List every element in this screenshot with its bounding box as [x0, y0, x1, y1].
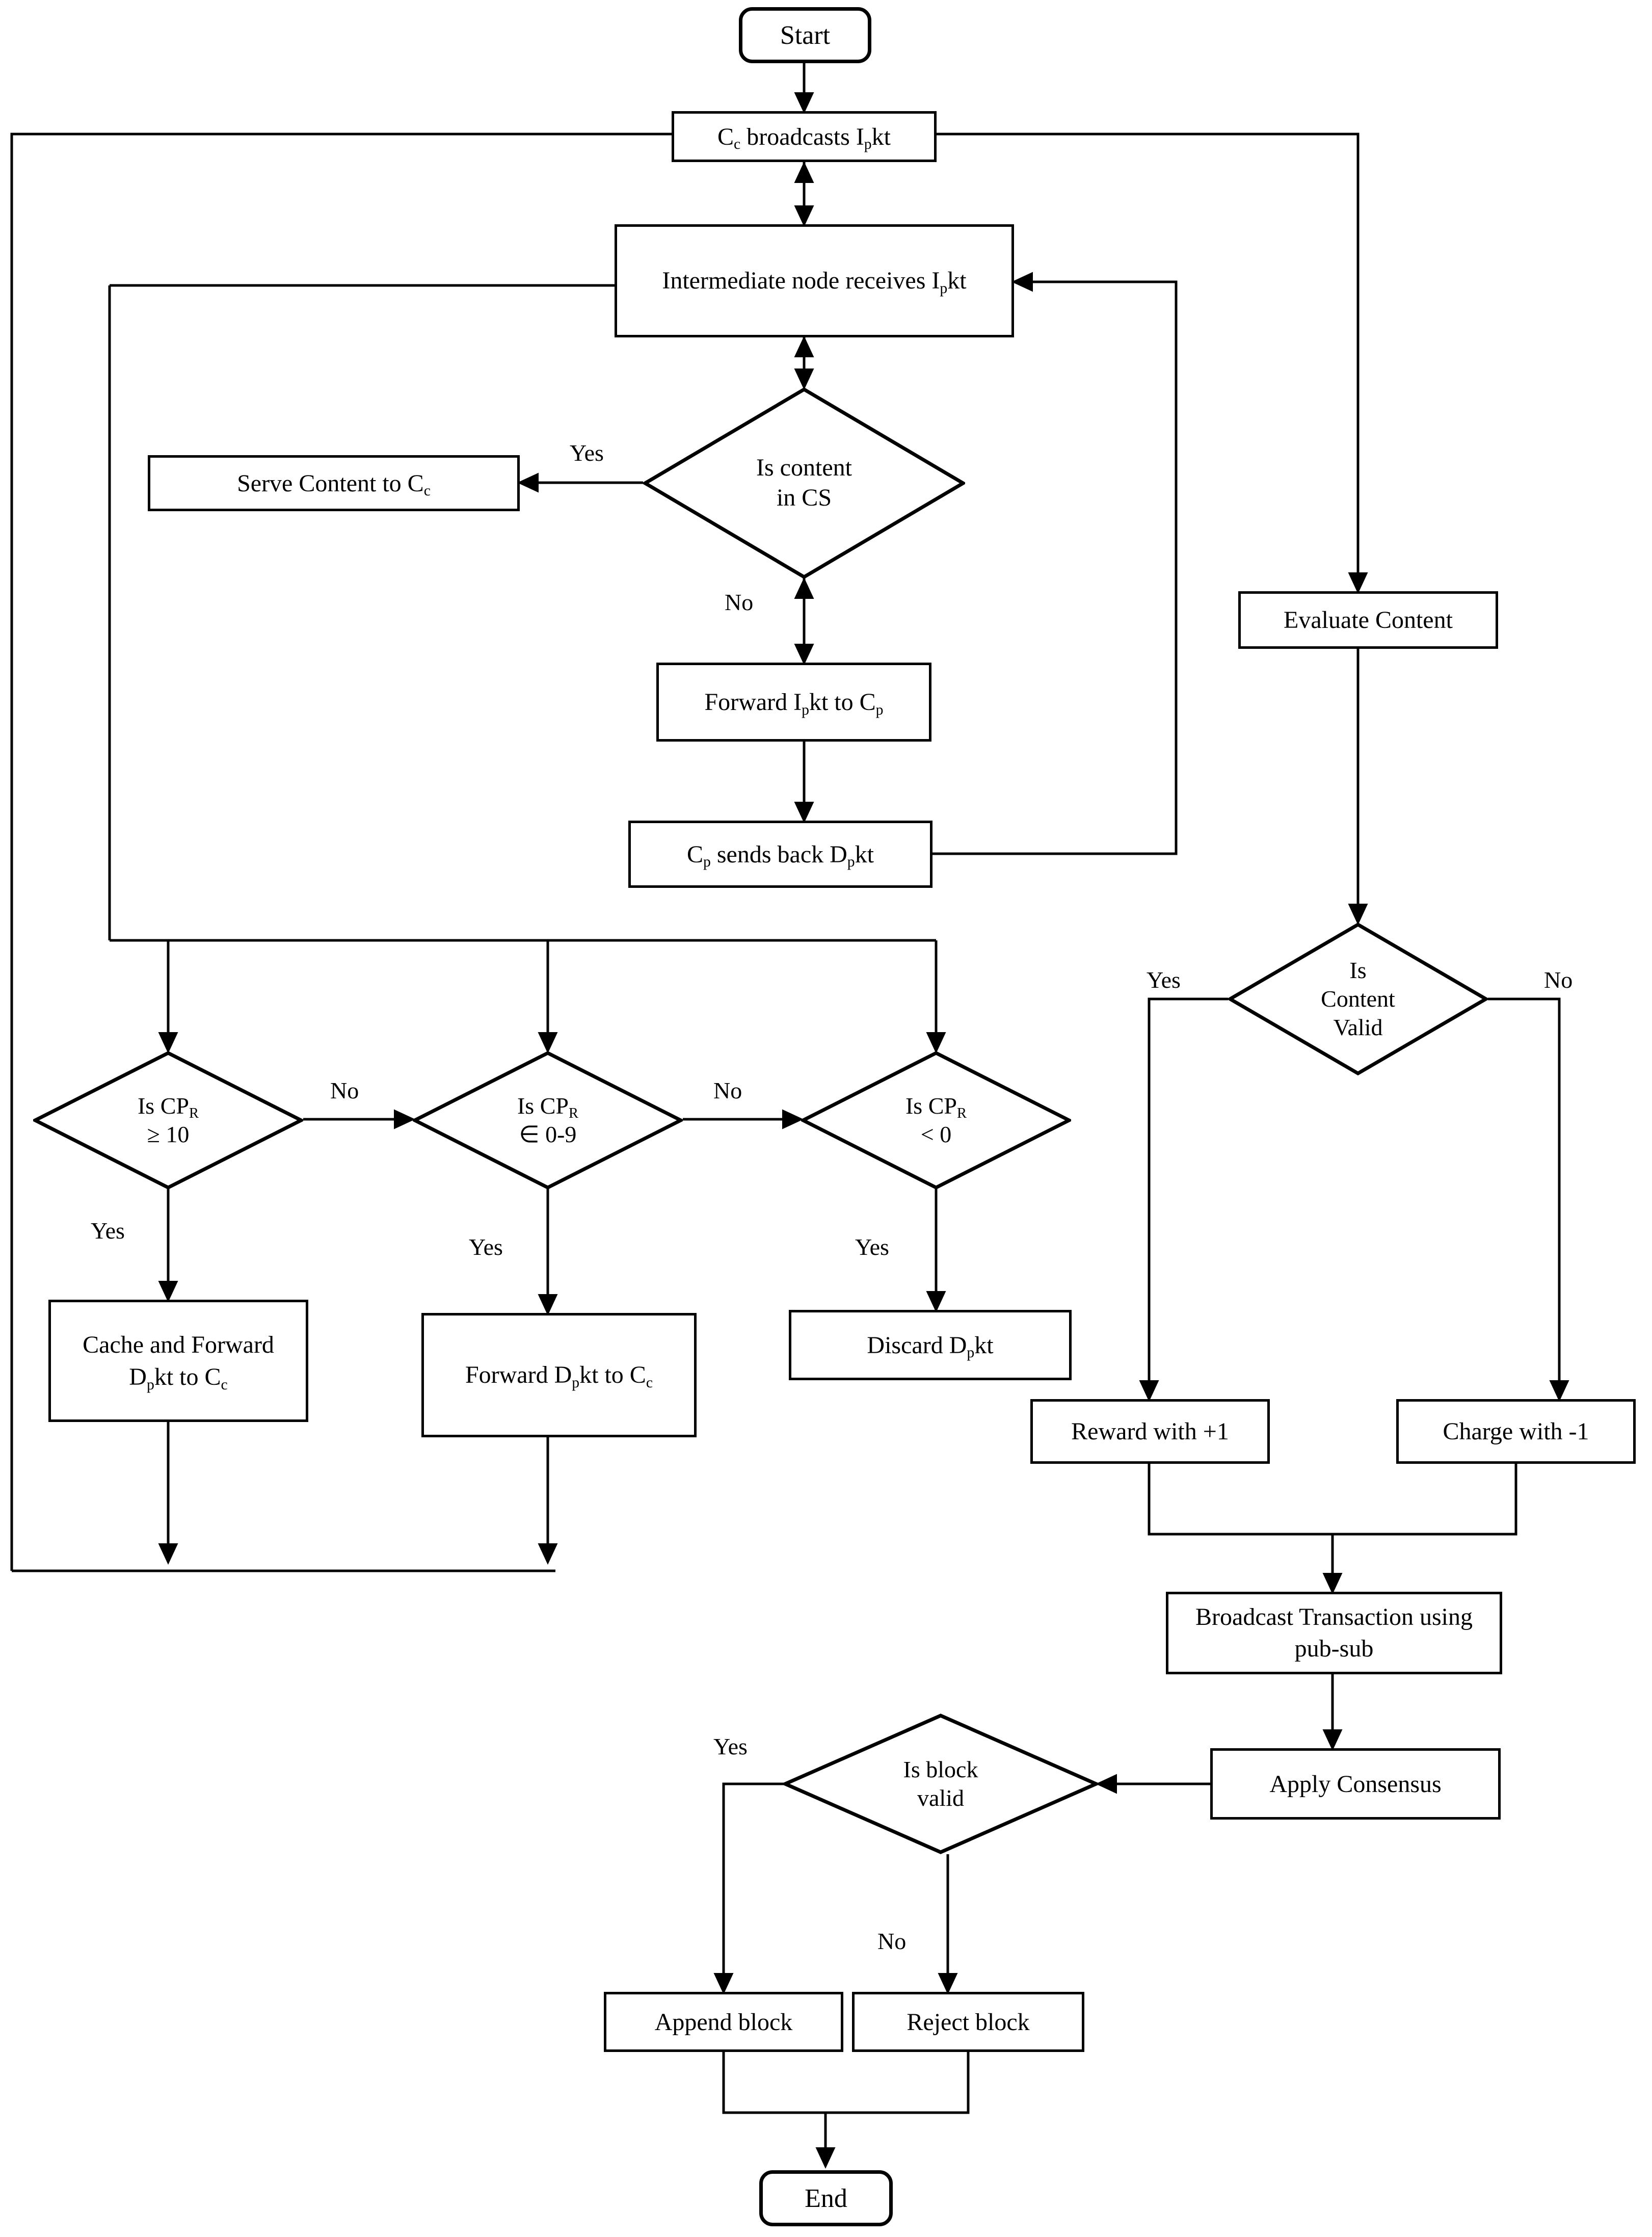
node-serve-content[interactable]: Serve Content to Cc [148, 455, 520, 511]
node-append-block-label: Append block [654, 2008, 793, 2036]
is-content-valid-line2: Content [1321, 985, 1395, 1012]
node-forward-dpkt-label: Forward Dpkt to Cc [465, 1361, 653, 1391]
edge-label-cpr10-yes: Yes [91, 1218, 125, 1244]
is-content-in-cs-line1: Is content [756, 454, 852, 482]
node-reward-plus1[interactable]: Reward with +1 [1030, 1399, 1270, 1464]
node-reject-block[interactable]: Reject block [852, 1992, 1084, 2052]
node-is-content-valid[interactable]: Is Content Valid [1228, 923, 1488, 1075]
edge-label-valid-no: No [1544, 967, 1573, 993]
is-block-valid-line1: Is block [903, 1756, 978, 1782]
node-charge-minus1[interactable]: Charge with -1 [1396, 1399, 1636, 1464]
edge-label-cpr09-no: No [713, 1077, 742, 1103]
node-discard-dpkt-label: Discard Dpkt [867, 1331, 994, 1361]
is-cpr-0-9-line1: Is CPR [517, 1092, 578, 1122]
is-content-in-cs-line2: in CS [776, 484, 832, 511]
node-is-content-in-cs[interactable]: Is content in CS [643, 387, 965, 579]
node-apply-consensus[interactable]: Apply Consensus [1210, 1748, 1501, 1820]
is-content-valid-line3: Valid [1333, 1014, 1383, 1041]
node-cp-sends-back-label: Cp sends back Dpkt [686, 840, 874, 871]
node-cc-broadcasts[interactable]: Cc broadcasts Ipkt [672, 111, 937, 162]
node-is-cpr-lt-0[interactable]: Is CPR < 0 [801, 1051, 1071, 1190]
is-content-valid-line1: Is [1349, 957, 1367, 983]
node-broadcast-transaction-label: Broadcast Transaction using pub-sub [1195, 1603, 1473, 1662]
node-apply-consensus-label: Apply Consensus [1269, 1770, 1442, 1798]
is-cpr-lt0-line1: Is CPR [905, 1092, 967, 1122]
node-cc-broadcasts-label: Cc broadcasts Ipkt [717, 123, 891, 153]
node-cache-and-forward-label: Cache and Forward Dpkt to Cc [83, 1331, 274, 1393]
edge-label-cpr10-no: No [330, 1077, 359, 1103]
node-is-block-valid[interactable]: Is block valid [783, 1714, 1098, 1854]
edge-label-cprlt0-yes: Yes [855, 1234, 889, 1260]
edge-label-cpr09-yes: Yes [469, 1234, 503, 1260]
node-broadcast-transaction[interactable]: Broadcast Transaction using pub-sub [1166, 1592, 1502, 1674]
node-discard-dpkt[interactable]: Discard Dpkt [789, 1310, 1072, 1380]
node-reward-plus1-label: Reward with +1 [1071, 1418, 1229, 1445]
node-evaluate-content-label: Evaluate Content [1284, 607, 1453, 634]
is-cpr-ge10-line1: Is CPR [137, 1092, 199, 1122]
node-start-label: Start [780, 20, 831, 50]
node-charge-minus1-label: Charge with -1 [1443, 1418, 1589, 1445]
edge-label-block-no: No [877, 1928, 907, 1954]
node-is-cpr-ge-10[interactable]: Is CPR ≥ 10 [33, 1051, 303, 1190]
edge-label-cs-no: No [725, 589, 754, 615]
is-block-valid-line2: valid [917, 1785, 964, 1811]
node-start[interactable]: Start [739, 7, 871, 63]
node-intermediate-receives-label: Intermediate node receives Ipkt [662, 267, 967, 297]
node-cp-sends-back[interactable]: Cp sends back Dpkt [628, 821, 932, 888]
node-forward-dpkt[interactable]: Forward Dpkt to Cc [421, 1313, 697, 1437]
node-forward-ipkt-label: Forward Ipkt to Cp [704, 689, 884, 718]
node-intermediate-receives[interactable]: Intermediate node receives Ipkt [615, 224, 1014, 337]
edge-label-valid-yes: Yes [1147, 967, 1181, 993]
node-end[interactable]: End [759, 2170, 893, 2226]
edge-label-cs-yes: Yes [570, 440, 604, 466]
node-forward-ipkt[interactable]: Forward Ipkt to Cp [656, 663, 931, 742]
node-append-block[interactable]: Append block [604, 1992, 843, 2052]
node-is-cpr-0-9[interactable]: Is CPR ∈ 0-9 [413, 1051, 683, 1190]
edge-label-block-yes: Yes [713, 1733, 748, 1759]
node-evaluate-content[interactable]: Evaluate Content [1238, 591, 1498, 649]
is-cpr-lt0-line2: < 0 [920, 1121, 952, 1147]
is-cpr-ge10-line2: ≥ 10 [147, 1121, 190, 1147]
node-end-label: End [805, 2183, 847, 2213]
is-cpr-0-9-line2: ∈ 0-9 [519, 1121, 577, 1147]
node-reject-block-label: Reject block [907, 2008, 1030, 2036]
node-cache-and-forward[interactable]: Cache and Forward Dpkt to Cc [48, 1300, 308, 1422]
node-serve-content-label: Serve Content to Cc [237, 469, 431, 499]
